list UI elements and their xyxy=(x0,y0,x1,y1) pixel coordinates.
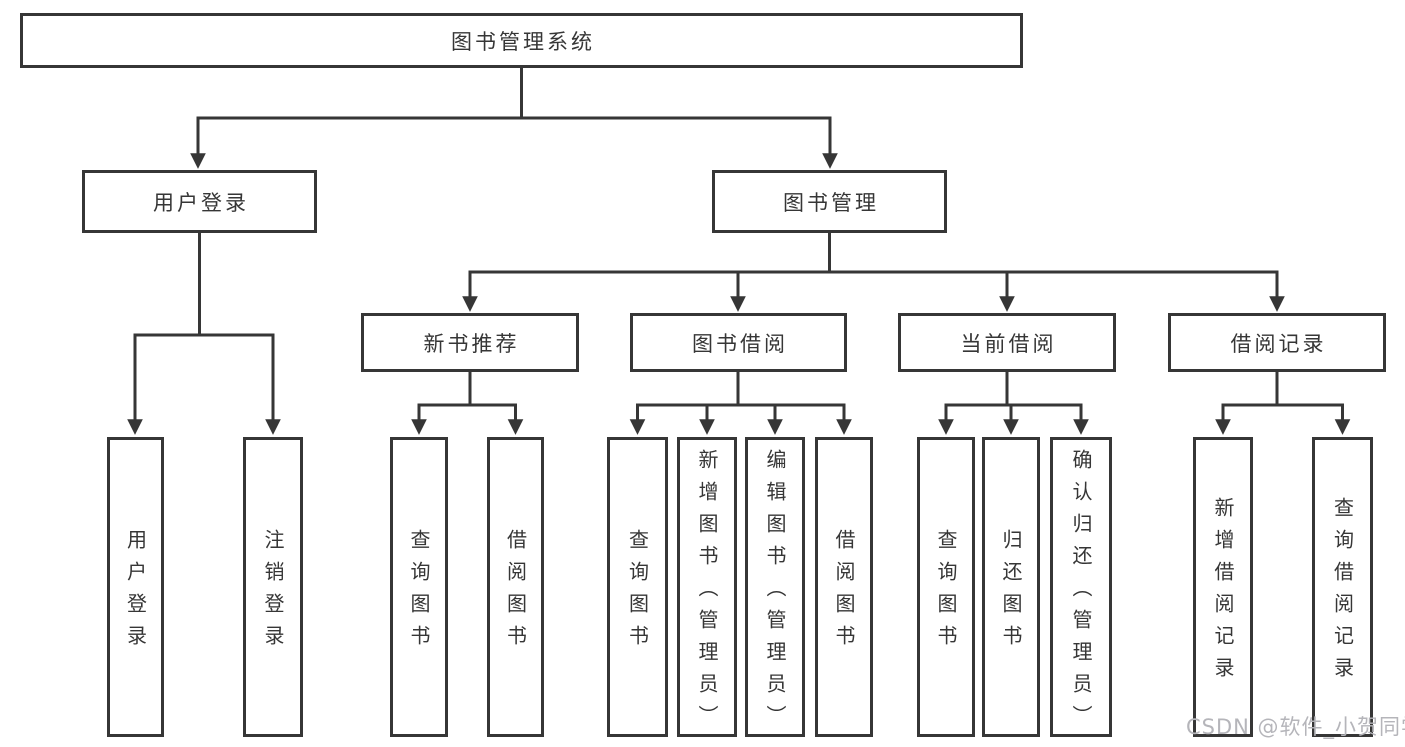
node-book-borrow: 图书借阅 xyxy=(630,313,847,372)
leaf-cb-query-books: 查询图书 xyxy=(917,437,975,737)
leaf-cb-return-books-label: 归还图书 xyxy=(999,529,1023,657)
leaf-bb-add-books-admin: 新增图书（管理员） xyxy=(677,437,737,737)
leaf-bb-query-books-label: 查询图书 xyxy=(625,529,650,657)
node-book-borrow-label: 图书借阅 xyxy=(692,331,788,356)
leaf-logout-label: 注销登录 xyxy=(261,529,285,657)
leaf-br-add-record-label: 新增借阅记录 xyxy=(1211,497,1235,689)
node-new-book-recommend: 新书推荐 xyxy=(361,313,579,372)
node-root-label: 图书管理系统 xyxy=(451,29,595,54)
leaf-cb-return-books: 归还图书 xyxy=(982,437,1040,737)
leaf-nb-borrow-books: 借阅图书 xyxy=(487,437,544,737)
leaf-br-query-record: 查询借阅记录 xyxy=(1312,437,1373,737)
leaf-nb-query-books-label: 查询图书 xyxy=(407,529,431,657)
leaf-user-login-label: 用户登录 xyxy=(123,529,148,657)
leaf-br-add-record: 新增借阅记录 xyxy=(1193,437,1253,737)
node-book-management: 图书管理 xyxy=(712,170,947,233)
leaf-cb-confirm-return-admin: 确认归还（管理员） xyxy=(1050,437,1112,737)
leaf-bb-edit-books-admin-label: 编辑图书（管理员） xyxy=(763,449,787,737)
leaf-user-login: 用户登录 xyxy=(107,437,164,737)
leaf-br-query-record-label: 查询借阅记录 xyxy=(1330,497,1355,689)
leaf-bb-borrow-books-label: 借阅图书 xyxy=(832,529,856,657)
leaf-nb-query-books: 查询图书 xyxy=(390,437,448,737)
node-current-borrow: 当前借阅 xyxy=(898,313,1116,372)
leaf-cb-query-books-label: 查询图书 xyxy=(934,529,958,657)
node-root: 图书管理系统 xyxy=(20,13,1023,68)
leaf-bb-query-books: 查询图书 xyxy=(607,437,668,737)
node-user-login: 用户登录 xyxy=(82,170,317,233)
leaf-bb-edit-books-admin: 编辑图书（管理员） xyxy=(745,437,805,737)
node-current-borrow-label: 当前借阅 xyxy=(960,331,1057,356)
leaf-cb-confirm-return-admin-label: 确认归还（管理员） xyxy=(1069,449,1093,737)
node-book-management-label: 图书管理 xyxy=(783,190,879,215)
leaf-logout: 注销登录 xyxy=(243,437,303,737)
leaf-bb-add-books-admin-label: 新增图书（管理员） xyxy=(695,449,719,737)
leaf-nb-borrow-books-label: 借阅图书 xyxy=(503,529,528,657)
csdn-watermark: CSDN @软件_小贺同学 xyxy=(1186,715,1405,739)
node-user-login-label: 用户登录 xyxy=(153,190,249,215)
node-new-book-recommend-label: 新书推荐 xyxy=(423,331,520,356)
node-borrow-record-label: 借阅记录 xyxy=(1230,331,1327,356)
node-borrow-record: 借阅记录 xyxy=(1168,313,1386,372)
leaf-bb-borrow-books: 借阅图书 xyxy=(815,437,873,737)
